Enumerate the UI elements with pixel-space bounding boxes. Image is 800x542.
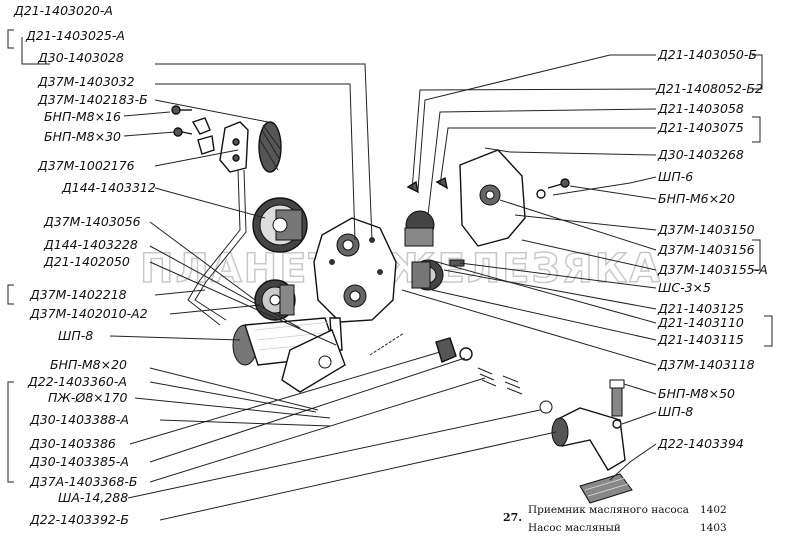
- label-right: Д37М-1403155-А: [657, 262, 768, 277]
- label-right: ШП-8: [658, 404, 693, 419]
- label-left: Д37М-1403032: [37, 74, 135, 89]
- label-left: Д144-1403312: [61, 180, 156, 195]
- label-right: Д30-1403268: [657, 147, 744, 162]
- receiver-pipe-part: [551, 379, 626, 471]
- drive-gear-right-part: [404, 210, 444, 291]
- caption-title: Приемник масляного насоса: [528, 504, 689, 516]
- leader-lines: [7, 29, 773, 521]
- label-left: Д30-1403385-А: [29, 454, 129, 469]
- label-right: Д21-1408052-Б2: [655, 81, 763, 96]
- label-left: Д22-1403360-А: [27, 374, 127, 389]
- label-right: Д21-1403058: [657, 101, 744, 116]
- bracket-upper-part: [219, 121, 249, 173]
- watermark: ПЛАНЕТА ЖЕЛЕЗЯКА: [140, 246, 662, 292]
- strainer-lower-part: [232, 317, 346, 393]
- label-left: Д30-1403386: [29, 436, 116, 451]
- label-left: Д30-1403028: [37, 50, 124, 65]
- label-left: Д37М-1402218: [29, 287, 127, 302]
- label-left: ШП-8: [58, 328, 93, 343]
- label-left: БНП-М8×30: [44, 129, 121, 144]
- label-right: Д37М-1403150: [657, 222, 755, 237]
- label-left: ПЖ-Ø8×170: [48, 390, 128, 405]
- label-left: БНП-М8×16: [44, 109, 121, 124]
- label-left: Д37М-1403056: [43, 214, 141, 229]
- parts-drawing: [171, 105, 633, 504]
- screen-upper-part: [258, 121, 282, 173]
- small-keys-part: [406, 147, 511, 267]
- label-left: БНП-М8×20: [50, 357, 127, 372]
- oil-pipe-part: [187, 169, 247, 326]
- small-gear-left-part: [254, 279, 296, 321]
- labels-right: Д21-1403050-Б Д21-1408052-Б2 Д21-1403058…: [655, 47, 768, 451]
- label-left: Д37М-1002176: [37, 158, 135, 173]
- label-left: ША-14,288: [58, 490, 128, 505]
- large-gear-part: [252, 197, 308, 253]
- caption-figure-number: 27.: [503, 511, 522, 524]
- label-left: Д37М-1402183-Б: [37, 92, 148, 107]
- label-left: Д21-1402050: [43, 254, 130, 269]
- pump-body-part: [313, 217, 397, 351]
- label-right: ШП-6: [658, 169, 693, 184]
- label-right: Д22-1403394: [657, 436, 744, 451]
- label-right: Д37М-1403118: [657, 357, 755, 372]
- label-left: Д21-1403025-А: [25, 28, 125, 43]
- label-right: Д21-1403050-Б: [657, 47, 757, 62]
- label-left: Д21-1403020-А: [13, 3, 113, 18]
- caption-code: 1403: [700, 522, 727, 534]
- label-right: ШС-3×5: [658, 280, 711, 295]
- label-right: Д37М-1403156: [657, 242, 755, 257]
- label-right: Д21-1403110: [657, 315, 744, 330]
- label-right: БНП-М6×20: [658, 191, 735, 206]
- label-left: Д144-1403228: [43, 237, 138, 252]
- caption-code: 1402: [700, 504, 727, 516]
- labels-left: Д21-1403020-А Д21-1403025-А Д30-1403028 …: [13, 3, 156, 527]
- label-right: БНП-М8×50: [658, 386, 735, 401]
- label-left: Д37М-1402010-А2: [29, 306, 148, 321]
- bolts-upper-left-part: [171, 105, 215, 155]
- caption-title: Насос масляный: [528, 522, 621, 534]
- label-left: Д22-1403392-Б: [29, 512, 129, 527]
- label-left: Д30-1403388-А: [29, 412, 129, 427]
- bolts-cover-part: [536, 178, 570, 199]
- label-right: Д21-1403125: [657, 301, 744, 316]
- valve-pieces-part: [435, 337, 553, 414]
- label-right: Д21-1403115: [657, 332, 744, 347]
- figure-caption: 27. Приемник масляного насоса 1402 Насос…: [503, 504, 727, 534]
- label-right: Д21-1403075: [657, 120, 744, 135]
- pin-rod-part: [369, 332, 405, 356]
- pump-cover-part: [459, 149, 526, 247]
- label-left: Д37А-1403368-Б: [29, 474, 138, 489]
- mesh-lower-part: [579, 473, 633, 504]
